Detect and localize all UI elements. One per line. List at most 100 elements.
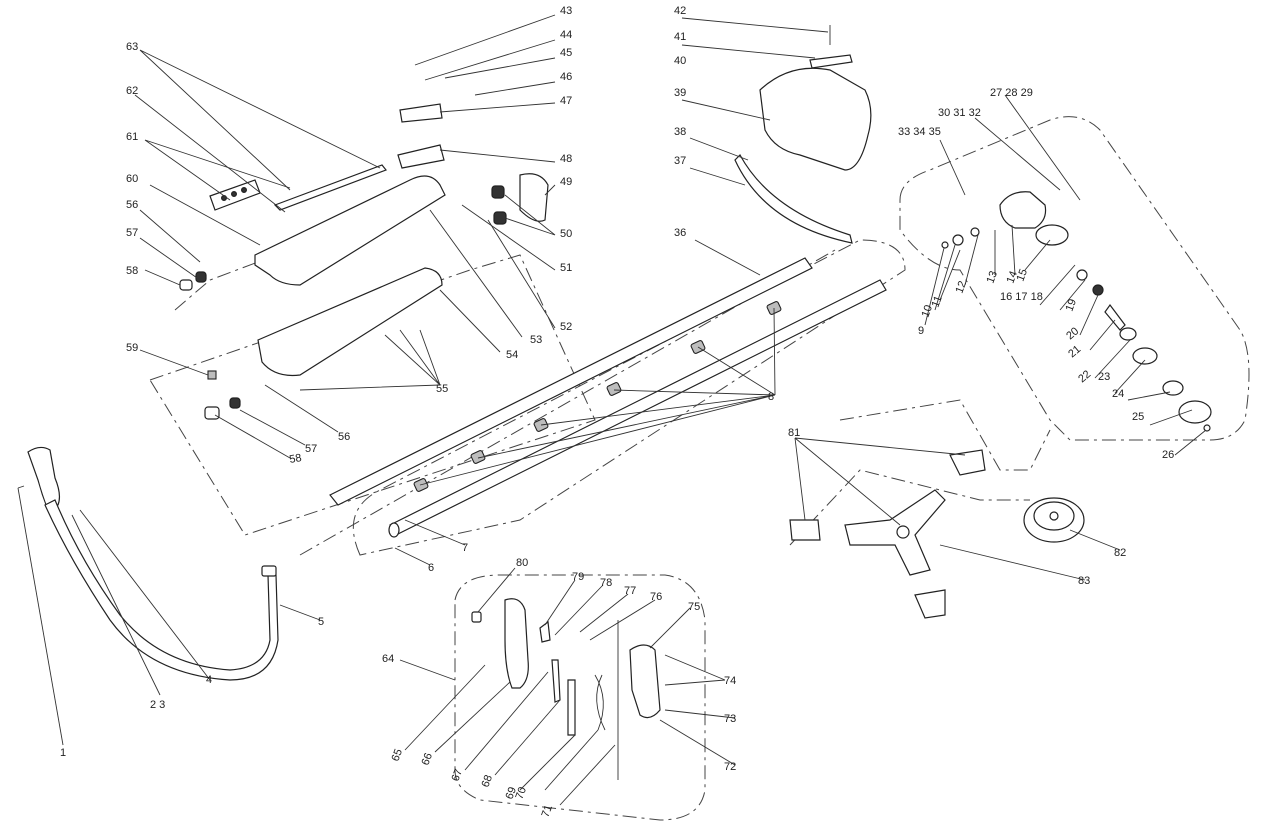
- callout-label: 1: [60, 747, 66, 759]
- plate-41: [809, 54, 853, 69]
- callout-label: 4: [206, 674, 212, 686]
- callout-label: 57: [305, 443, 317, 455]
- upper-housing-60: [254, 175, 446, 286]
- callout-label: 9: [918, 325, 924, 337]
- callout-label: 52: [560, 321, 572, 333]
- callout-label: 57: [126, 227, 138, 239]
- callout-label: 23: [1098, 371, 1110, 383]
- callout-labels: 1 2 3 4 5 6 7 8 9 10 11 12 13 14 15 16 1…: [60, 5, 1174, 819]
- callout-label: 70: [514, 785, 529, 801]
- callout-label: 41: [674, 31, 686, 43]
- callout-label: 53: [530, 334, 542, 346]
- callout-label: 64: [382, 653, 394, 665]
- callout-label: 5: [318, 616, 324, 628]
- callout-label: 10: [920, 303, 935, 319]
- callout-label: 38: [674, 126, 686, 138]
- callout-label: 47: [560, 95, 572, 107]
- callout-label: 58: [288, 452, 302, 466]
- callout-label: 72: [724, 761, 736, 773]
- callout-label: 82: [1114, 547, 1126, 559]
- lower-housing-54: [257, 267, 443, 377]
- throttle-handle-cluster: [471, 598, 661, 780]
- callout-label: 27 28 29: [990, 87, 1033, 99]
- callout-label: 36: [674, 227, 686, 239]
- callout-label: 73: [724, 713, 736, 725]
- handle-housing-cluster: [179, 103, 549, 420]
- callout-label: 79: [572, 571, 584, 583]
- callout-label: 40: [674, 55, 686, 67]
- callout-label: 75: [688, 601, 700, 613]
- callout-label: 24: [1112, 388, 1124, 400]
- callout-label: 11: [930, 294, 945, 309]
- callout-label: 30 31 32: [938, 107, 981, 119]
- callout-label: 56: [126, 199, 138, 211]
- outer-tube-7: [389, 279, 887, 536]
- callout-label: 62: [126, 85, 138, 97]
- shield-37: [734, 154, 853, 244]
- callout-label: 67: [450, 767, 465, 783]
- callout-label: 25: [1132, 411, 1144, 423]
- callout-label: 81: [788, 427, 800, 439]
- inner-tube-36: [329, 257, 813, 506]
- guard-40: [759, 67, 872, 171]
- callout-label: 37: [674, 155, 686, 167]
- guard-cluster: [734, 25, 872, 244]
- gear-head-cluster: [941, 191, 1212, 432]
- callout-label: 59: [126, 342, 138, 354]
- callout-label: 21: [1066, 343, 1083, 360]
- blade-83: [844, 489, 946, 576]
- callout-label: 48: [560, 153, 572, 165]
- callout-label: 78: [600, 577, 612, 589]
- handle-grip: [27, 446, 61, 511]
- callout-label: 46: [560, 71, 572, 83]
- callout-label: 80: [516, 557, 528, 569]
- callout-label: 42: [674, 5, 686, 17]
- handle-bar: [17, 446, 279, 681]
- callout-label: 60: [126, 173, 138, 185]
- callout-label: 20: [1064, 325, 1081, 342]
- callout-label: 58: [126, 265, 138, 277]
- callout-label: 66: [420, 751, 435, 767]
- housing-66: [504, 598, 529, 689]
- callout-label: 71: [540, 803, 555, 819]
- callout-label: 63: [126, 41, 138, 53]
- callout-label: 14: [1005, 269, 1020, 285]
- gearbox-14: [999, 191, 1047, 229]
- trigger-47: [399, 103, 443, 123]
- leader-lines: [17, 14, 1207, 806]
- callout-label: 13: [985, 269, 1000, 285]
- group-outlines: [149, 116, 1250, 821]
- callout-label: 65: [390, 747, 405, 763]
- callout-label: 83: [1078, 575, 1090, 587]
- callout-label: 39: [674, 87, 686, 99]
- callout-label: 74: [724, 675, 736, 687]
- callout-label: 77: [624, 585, 636, 597]
- callout-label: 76: [650, 591, 662, 603]
- callout-label: 50: [560, 228, 572, 240]
- callout-label: 45: [560, 47, 572, 59]
- callout-label: 69: [504, 785, 519, 801]
- callout-label: 8: [768, 391, 774, 403]
- blade-cluster: [789, 449, 1085, 619]
- callout-label: 16 17 18: [1000, 291, 1043, 303]
- callout-label: 33 34 35: [898, 126, 941, 138]
- trigger-48: [397, 144, 445, 169]
- drive-tubes: [329, 257, 887, 538]
- tube-clips: [413, 301, 782, 492]
- callout-label: 12: [954, 279, 969, 295]
- callout-label: 7: [462, 542, 468, 554]
- callout-label: 26: [1162, 449, 1174, 461]
- callout-label: 22: [1076, 368, 1093, 385]
- callout-label: 6: [428, 562, 434, 574]
- callout-label: 55: [436, 383, 448, 395]
- callout-label: 2 3: [150, 699, 165, 711]
- callout-label: 19: [1064, 297, 1079, 313]
- strip-62: [273, 164, 387, 211]
- callout-label: 68: [480, 773, 495, 789]
- callout-label: 49: [560, 176, 572, 188]
- callout-label: 15: [1015, 267, 1030, 283]
- housing-75: [629, 644, 661, 719]
- callout-label: 44: [560, 29, 572, 41]
- bracket-49: [519, 173, 549, 222]
